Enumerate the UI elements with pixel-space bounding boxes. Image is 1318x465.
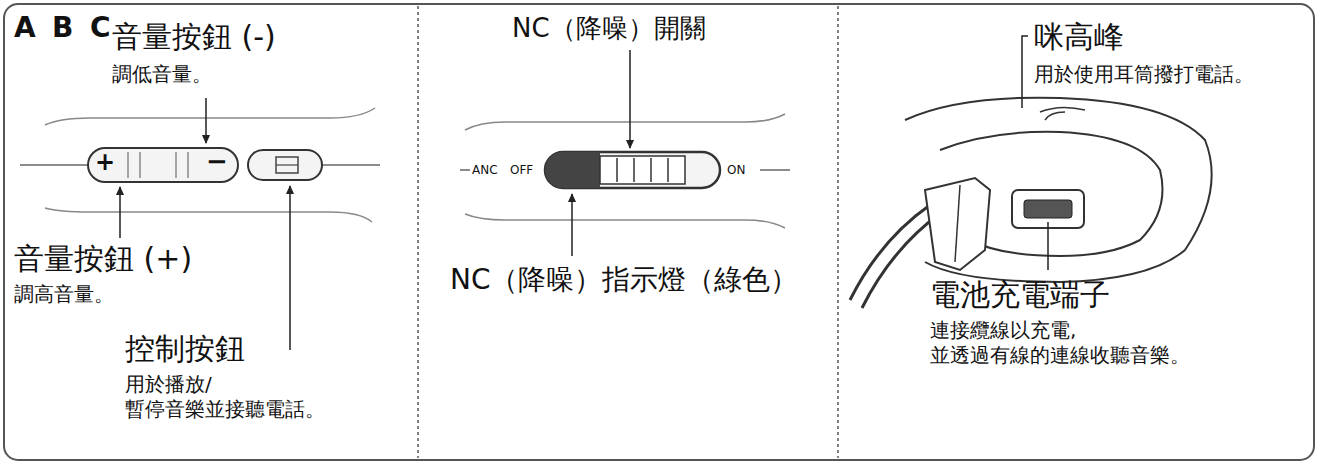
- button-symbol: +: [95, 150, 115, 174]
- frame: [4, 4, 1314, 460]
- leader-line: [571, 194, 573, 256]
- nc-switch: [545, 152, 720, 188]
- panel-letter: A: [14, 10, 36, 45]
- leader-line: [629, 50, 631, 148]
- part-description: 用於播放/ 暫停音樂並接聽電話。: [125, 372, 365, 422]
- panel-letter: B: [52, 10, 73, 45]
- switch-marking: ANC: [472, 163, 498, 178]
- leader-line: [1047, 222, 1049, 270]
- device-body: [905, 98, 1212, 282]
- switch-marking: ON: [727, 163, 745, 178]
- panel-letter: C: [90, 10, 111, 45]
- part-name: NC（降噪）指示燈（綠色）: [450, 262, 799, 297]
- leader-line: [205, 98, 207, 143]
- divider: [417, 6, 419, 458]
- part-name: 控制按鈕: [125, 330, 245, 368]
- volume-button: [88, 148, 238, 182]
- switch-marking: OFF: [510, 163, 533, 178]
- part-description: 調低音量。: [112, 62, 212, 87]
- control-button: [248, 150, 322, 180]
- part-name: 電池充電端子: [930, 276, 1110, 314]
- part-description: 連接纜線以充電, 並透過有線的連線收聽音樂。: [930, 318, 1200, 368]
- part-name: NC（降噪）開關: [512, 12, 706, 45]
- remote-housing: [20, 108, 380, 222]
- part-name: 音量按鈕 (+): [14, 240, 192, 278]
- leader-line: [1022, 36, 1028, 108]
- leader-line: [289, 186, 291, 350]
- divider: [837, 6, 839, 458]
- part-name: 咪高峰: [1034, 18, 1124, 56]
- leader-line: [119, 187, 121, 238]
- part-name: 音量按鈕 (-): [112, 18, 276, 56]
- part-description: 用於使用耳筒撥打電話。: [1034, 62, 1254, 87]
- switch-housing: [460, 114, 790, 228]
- button-symbol: −: [206, 148, 228, 174]
- part-description: 調高音量。: [14, 282, 114, 307]
